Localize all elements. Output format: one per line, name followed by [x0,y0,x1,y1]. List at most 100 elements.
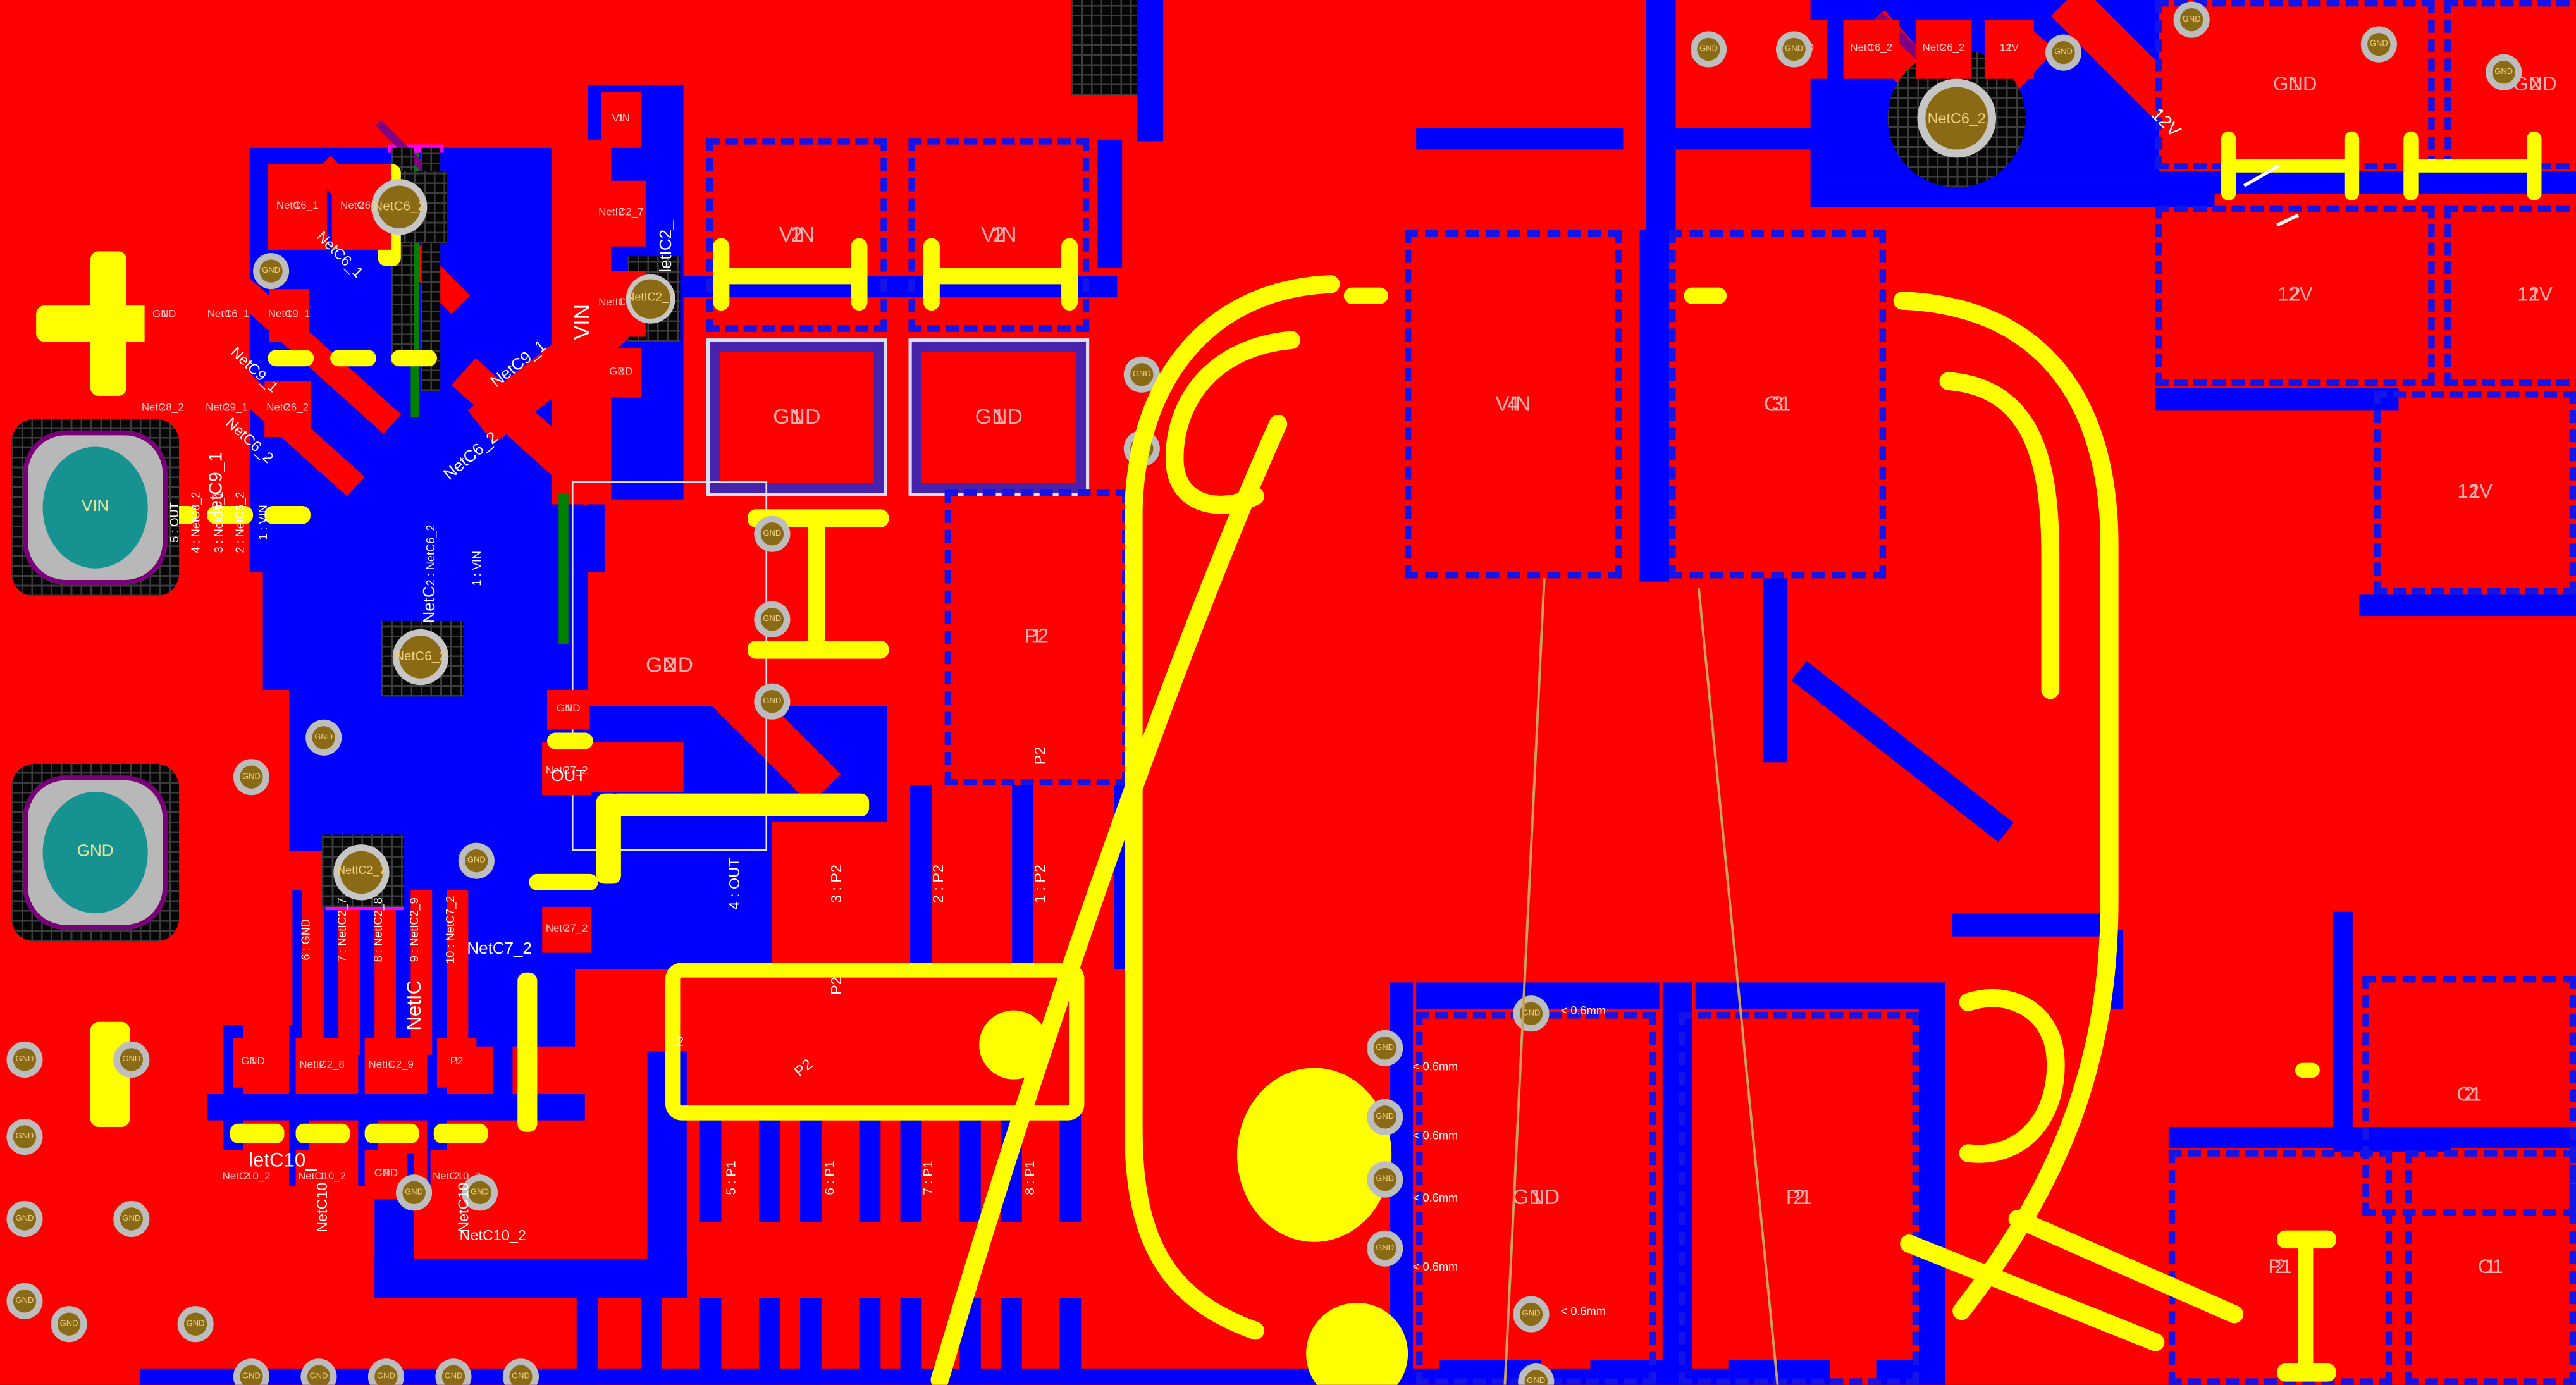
silkscreen-bar [1684,287,1727,304]
via-gnd[interactable]: GND [233,1358,270,1385]
via-gnd[interactable]: GND [2360,26,2397,63]
via-gnd[interactable]: GND [1367,1230,1403,1267]
via-gnd[interactable]: GND [113,1200,150,1237]
via-drill: GND [120,1207,143,1231]
via-gnd[interactable]: GND [305,719,342,756]
via-gnd[interactable]: GND [1123,356,1160,393]
via-gnd[interactable]: GND [1123,430,1160,467]
via-gnd[interactable]: GND [177,1306,214,1343]
via-gnd[interactable]: GND [1513,995,1550,1032]
via-gnd[interactable]: GND [1367,1030,1403,1066]
drill-size-label: < 0.6mm [1412,1193,1458,1205]
via-gnd[interactable]: GND [300,1358,337,1385]
pad-net-name: NetC6_2 [394,649,447,665]
via-gnd[interactable]: GND [1367,1099,1403,1135]
via-gnd[interactable]: GND [6,1041,43,1078]
pad-pin-number: 1 [453,1056,460,1069]
silkscreen-bar [609,793,870,817]
via-drill: GND [760,522,784,546]
copper-pour-segment [759,1114,780,1222]
via-gnd[interactable]: GND [51,1306,87,1343]
connector-label-line1: VIN [81,497,109,515]
via-gnd[interactable]: GND [461,1174,498,1211]
via-gnd[interactable]: GND [754,515,791,552]
through-hole-pad-netic2_7[interactable]: NetIC2_7 [626,274,675,324]
via-gnd[interactable]: GND [253,253,290,290]
via-gnd[interactable]: GND [458,842,495,879]
via-gnd[interactable]: GND [396,1174,433,1211]
through-hole-pad-netc6_2[interactable]: NetC6_2 [371,179,428,235]
net-label-vertical: P2 [1032,746,1049,765]
silkscreen-bar [2298,1236,2314,1372]
pad-net-name: NetC6_2 [373,199,426,214]
copper-pour-segment [2333,911,2353,1135]
via-gnd[interactable]: GND [6,1200,43,1237]
copper-pour-segment [1097,139,1123,268]
via-gnd[interactable]: GND [367,1358,405,1385]
silkscreen-bar [923,268,1078,285]
via-gnd[interactable]: GND [2045,34,2082,71]
via-gnd[interactable]: GND [2486,54,2522,90]
via-drill: GND [2492,61,2515,84]
via-gnd[interactable]: GND [754,683,791,720]
through-hole-pad-netc6_2[interactable]: NetC6_2 [392,629,449,686]
via-gnd[interactable]: GND [502,1358,539,1385]
via-gnd[interactable]: GND [6,1283,43,1319]
through-hole-pad-netc6_2[interactable]: NetC6_2 [1917,78,1997,158]
via-gnd[interactable]: GND [233,759,270,796]
via-net-name: GND [471,1188,489,1198]
via-gnd[interactable]: GND [1367,1161,1403,1198]
via-gnd[interactable]: GND [754,601,791,637]
via-gnd[interactable]: GND [435,1358,472,1385]
via-gnd[interactable]: GND [113,1041,150,1078]
pad-net-name: GND [152,309,176,321]
via-gnd[interactable]: GND [1690,31,1727,68]
through-hole-pad-netic2_7[interactable]: NetIC2_7 [333,844,390,901]
via-gnd[interactable]: GND [2173,1,2210,38]
via-gnd[interactable]: GND [6,1118,43,1155]
pad-pin-number: 2 [159,403,166,415]
pad-net-name: NetC10_2 [222,1171,271,1183]
via-gnd[interactable]: GND [1776,31,1813,68]
copper-pour-segment [900,1114,922,1222]
via-gnd[interactable]: GND [1513,1296,1550,1333]
